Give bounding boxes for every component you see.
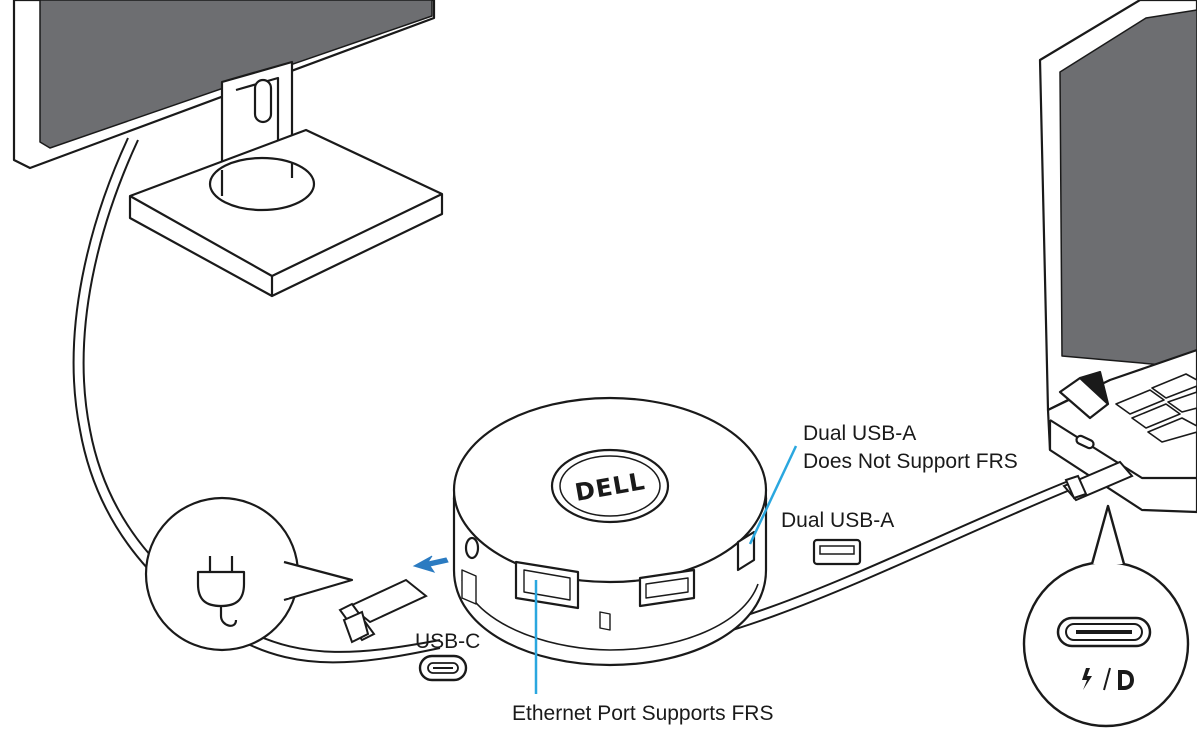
callout-lines [534, 445, 798, 694]
usb-c-plug [338, 578, 428, 644]
usb-c-mobile-adapter [452, 396, 768, 667]
power-callout [144, 496, 354, 652]
laptop [1038, 0, 1197, 514]
label-does-not-support-frs: Does Not Support FRS [803, 450, 1018, 473]
monitor [12, 0, 444, 298]
label-dual-usb-a-top: Dual USB-A [803, 422, 916, 445]
monitor-cable [72, 137, 441, 664]
usb-a-port-icon [812, 538, 862, 566]
laptop-usb-c-plug [1062, 460, 1134, 502]
laptop-port-callout [1022, 504, 1190, 728]
usb-c-port-left [464, 536, 480, 560]
arrow-left-icon [412, 555, 449, 573]
label-usb-c: USB-C [415, 630, 480, 653]
usb-c-icon [418, 654, 468, 682]
label-dual-usb-a-side: Dual USB-A [781, 509, 894, 532]
thunderbolt-displayport-icon [1082, 667, 1134, 691]
power-plug-icon [196, 556, 246, 627]
laptop-usb-c-port [1075, 434, 1095, 450]
usb-c-port-icon [1056, 616, 1152, 648]
label-ethernet-port: Ethernet Port Supports FRS [512, 702, 773, 725]
